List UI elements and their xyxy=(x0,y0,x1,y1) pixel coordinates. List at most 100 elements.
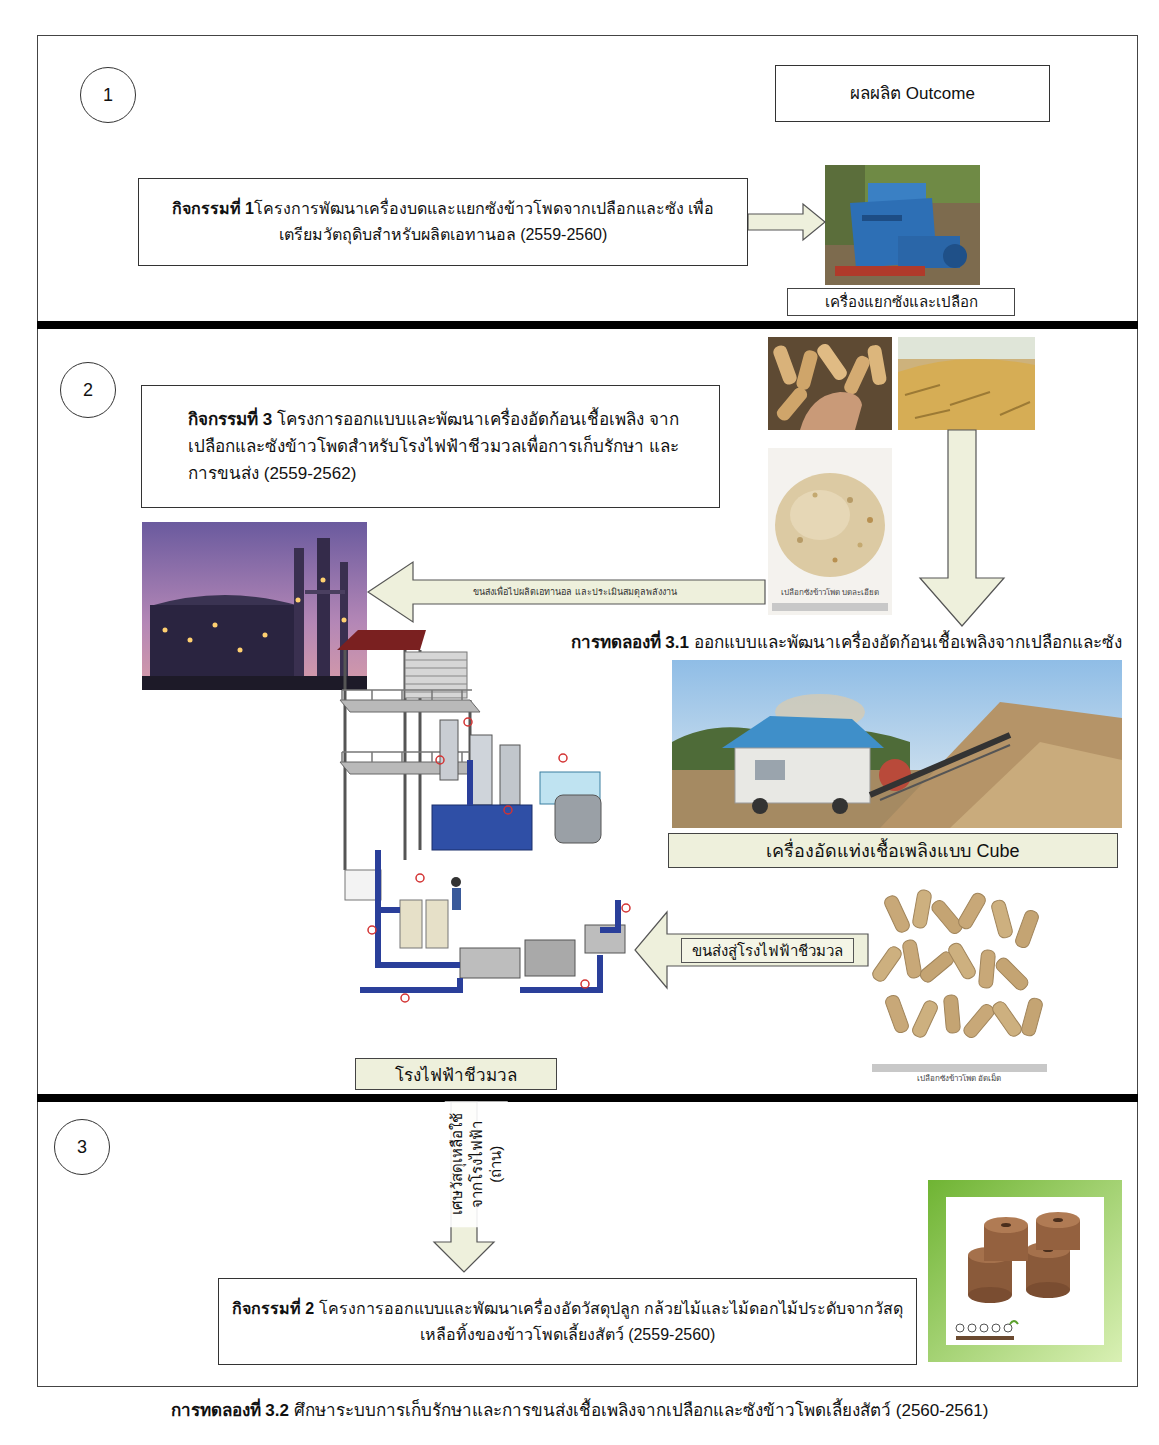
ethanol-plant-photo-part xyxy=(294,548,304,678)
biomass-plant-schematic-part xyxy=(426,900,448,948)
experiment-number: การทดลองที่ 3.2 xyxy=(171,1401,289,1420)
activity-text: ผลผลิต Outcome xyxy=(850,84,975,103)
cube-press-photo-part xyxy=(880,745,1010,800)
activity-heading: กิจกรรมที่ 2 xyxy=(232,1300,314,1317)
biomass-plant-schematic-part xyxy=(337,630,426,650)
cube-press-photo-part xyxy=(722,716,884,748)
machine-node: เครื่องแยกซังและเปลือก xyxy=(825,165,980,317)
corn-cob-photo-part xyxy=(800,392,862,430)
corn-cob-photo-part xyxy=(774,385,809,423)
number-circle: 1 xyxy=(80,67,136,123)
biomass-plant-schematic-part xyxy=(401,994,409,1002)
arrow-label: เศษวัสดุเหลือใช้ จากโรงไฟฟ้า (ถ่าน) xyxy=(445,1101,508,1227)
ethanol-plant-photo-part xyxy=(163,628,168,633)
biomass-plant-schematic-part xyxy=(451,877,461,887)
experiment-title: ศึกษาระบบการเก็บรักษาและการขนส่งเชื้อเพล… xyxy=(294,1401,988,1420)
corn-cob-photo-part xyxy=(867,344,888,386)
ethanol-plant-photo-part xyxy=(296,598,301,603)
box-text: กิจกรรมที่ 3โครงการออกแบบและพัฒนาเครื่อง… xyxy=(188,406,701,488)
photo-node: เปลือกซังข้าวโพด อัดเม็ด xyxy=(868,878,1050,1090)
pellet-photo-part xyxy=(872,1064,1047,1072)
block-arrow xyxy=(635,912,868,988)
cube-press-photo xyxy=(672,660,1122,828)
callout-number: 2 xyxy=(83,380,93,401)
biomass-plant-schematic-part xyxy=(368,926,376,934)
ethanol-plant-photo-part xyxy=(142,676,367,690)
planting-block-part xyxy=(984,1217,1028,1233)
biomass-plant-schematic-part xyxy=(400,900,422,948)
biomass-plant-schematic xyxy=(337,630,630,1002)
experiment-number: การทดลองที่ 3.1 xyxy=(571,633,689,652)
pellet-photo-part xyxy=(943,994,960,1033)
louvre-wall-part xyxy=(405,676,467,677)
separator-machine-photo-part xyxy=(825,165,980,285)
biomass-plant-schematic-part xyxy=(440,720,458,780)
ethanol-plant-photo-part xyxy=(317,538,330,678)
ethanol-plant-photo-part xyxy=(305,590,345,594)
louvre-wall-part xyxy=(405,652,467,698)
planting-block-product-part xyxy=(956,1336,1014,1340)
biomass-plant-schematic-part xyxy=(581,980,589,988)
cube-press-photo-part xyxy=(880,702,1122,828)
corn-cob-photo xyxy=(768,337,892,430)
number-circle: 2 xyxy=(60,362,116,418)
ethanol-transport-arrow-part xyxy=(368,562,765,622)
ground-husk-photo-part xyxy=(797,537,803,543)
louvre-wall-part xyxy=(405,668,467,669)
ground-husk-photo-part xyxy=(867,517,873,523)
cube-press-photo-part xyxy=(672,660,1122,828)
biomass-plant-schematic-part xyxy=(340,700,480,712)
ground-husk-photo-part xyxy=(772,603,888,611)
experiment-heading: การทดลองที่ 3.1ออกแบบและพัฒนาเครื่องอัดก… xyxy=(571,632,1122,655)
ground-husk-photo-part xyxy=(790,490,850,540)
ethanol-plant-photo-part xyxy=(213,623,218,628)
ground-husk-photo-part xyxy=(775,473,885,577)
ethanol-plant-photo-part xyxy=(142,522,367,690)
pellet-photo-part xyxy=(978,949,995,988)
ethanol-plant-photo-part xyxy=(238,648,243,653)
caption-text: โรงไฟฟ้าชีวมวล xyxy=(395,1061,517,1088)
planting-block-product-part xyxy=(968,1324,976,1332)
pellet-photo xyxy=(868,878,1050,1090)
pellet-photo-part xyxy=(902,939,922,979)
corn-residue-pile-photo xyxy=(898,337,1035,430)
caption-text: เครื่องแยกซังและเปลือก xyxy=(825,290,978,314)
biomass-plant-schematic-part xyxy=(500,745,520,805)
planting-block-part xyxy=(968,1287,1012,1303)
biomass-plant-schematic-part xyxy=(378,760,618,990)
biomass-plant-schematic-part xyxy=(555,795,601,843)
planting-block-part xyxy=(1053,1218,1063,1222)
corn-residue-pile-photo-part xyxy=(898,359,1035,430)
ground-husk-photo-part xyxy=(847,497,853,503)
corn-cob-photo-part xyxy=(768,337,892,430)
corn-residue-pile-photo-part xyxy=(898,337,1035,359)
biomass-plant-schematic-part xyxy=(470,735,492,805)
box-text: กิจกรรมที่ 2โครงการออกแบบและพัฒนาเครื่อง… xyxy=(231,1296,904,1347)
ethanol-plant-photo xyxy=(142,522,367,690)
box-text: ผลผลิต Outcome xyxy=(786,80,1039,107)
ground-husk-photo-part xyxy=(768,448,892,615)
separator-machine-photo-part xyxy=(943,244,967,268)
biomass-plant-schematic-part xyxy=(436,756,444,764)
planting-block-product-part xyxy=(992,1324,1000,1332)
separator-machine-photo-part xyxy=(835,266,925,276)
arrow-note: ขนส่งเพื่อไปผลิตเอทานอล และประเมินสมดุลพ… xyxy=(471,587,679,598)
louvre-wall-part xyxy=(405,684,467,685)
planting-block-part xyxy=(1001,1223,1011,1227)
power-plant-node: โรงไฟฟ้าชีวมวล xyxy=(335,592,635,1092)
callout-number: 3 xyxy=(77,1137,87,1158)
activity-box: กิจกรรมที่ 2โครงการออกแบบและพัฒนาเครื่อง… xyxy=(218,1278,917,1365)
cube-press-photo-part xyxy=(752,798,768,814)
biomass-plant-schematic-part xyxy=(340,762,480,774)
ethanol-plant-photo-part xyxy=(263,633,268,638)
number-circle: 3 xyxy=(54,1119,110,1175)
pellet-photo-part xyxy=(990,999,1023,1038)
corn-cob-photo-part xyxy=(795,349,819,391)
caption-text: เครื่องอัดแท่งเชื้อเพลิงแบบ Cube xyxy=(766,836,1019,865)
outcome-box: ผลผลิต Outcome xyxy=(775,65,1050,122)
biomass-plant-schematic-part xyxy=(452,888,461,910)
corn-cob-photo-part xyxy=(842,354,872,396)
planting-block xyxy=(968,1212,1080,1303)
planting-block-part xyxy=(1036,1212,1080,1228)
pellet-photo-part xyxy=(1014,909,1040,949)
